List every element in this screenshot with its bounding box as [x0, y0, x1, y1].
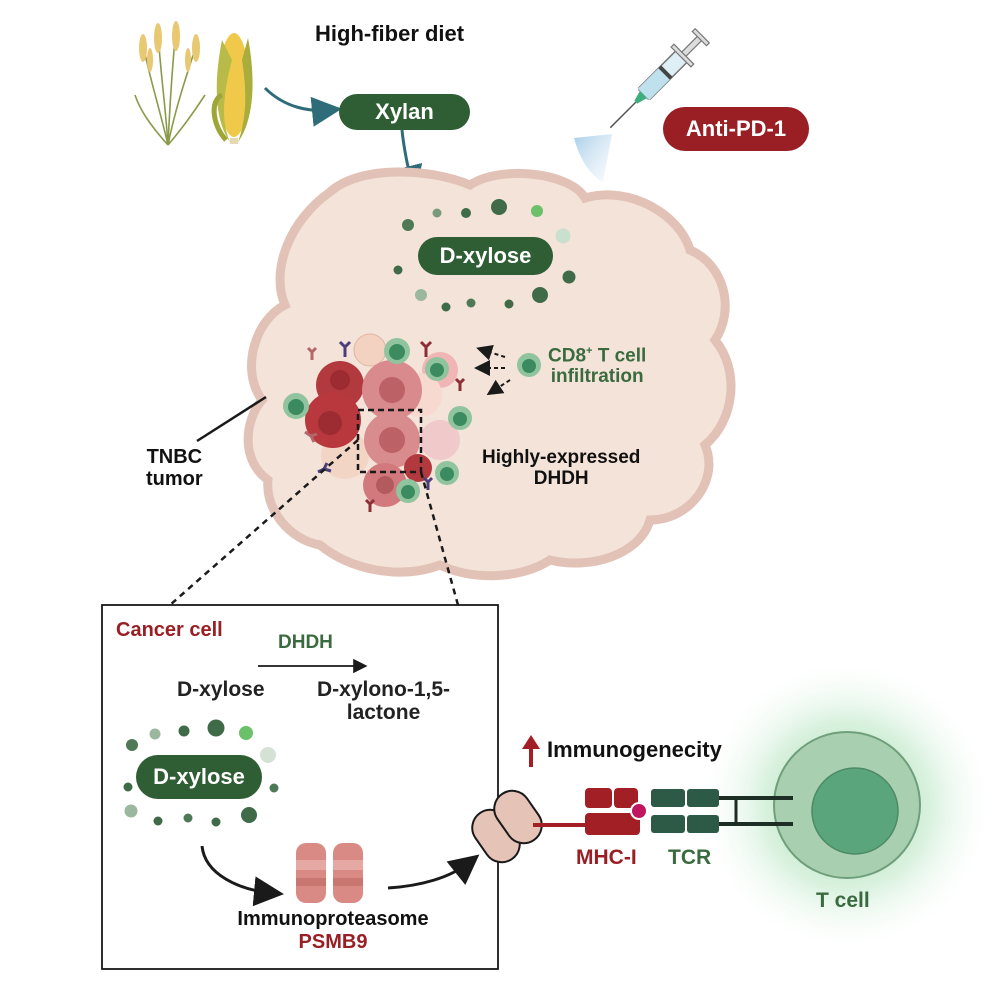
product-line1: D-xylono-1,5-	[317, 678, 451, 701]
proteasome-gene-label: PSMB9	[298, 931, 368, 953]
zoom-region-box	[356, 408, 423, 474]
immunoproteasome-icon	[296, 843, 363, 903]
tnbc-line1: TNBC	[146, 446, 203, 468]
dhdh-line1: Highly-expressed	[482, 447, 641, 468]
membrane-anchor-icon	[471, 789, 543, 864]
zoom-lead-left	[169, 439, 359, 606]
tcr-label: TCR	[668, 846, 712, 869]
to-proteasome-arrow	[200, 845, 284, 907]
zoom-lead-right	[419, 471, 460, 606]
t-cells-in-tumor	[283, 338, 541, 503]
up-arrow-icon	[522, 735, 540, 767]
mhc-label: MHC-I	[576, 846, 637, 869]
cd8-text: CD8	[548, 345, 587, 367]
dhdh-line2: DHDH	[533, 467, 589, 489]
tumor-pointer-line	[196, 395, 267, 443]
cd8-superscript: +	[586, 345, 593, 357]
cd8-label: CD8+ T cell infiltration	[548, 345, 646, 388]
product-label: D-xylono-1,5- lactone	[317, 678, 450, 724]
xylose-pill-inset: D-xylose	[136, 755, 262, 799]
cd8-text-line2: infiltration	[550, 366, 644, 388]
tnbc-tumor-label: TNBC tumor	[146, 446, 203, 490]
anti-pd1-pill: Anti-PD-1	[663, 107, 809, 151]
cd8-text-rest: T cell	[592, 345, 647, 367]
spray-cone	[574, 134, 612, 182]
wheat-icon	[134, 21, 206, 146]
t-cell-label: T cell	[816, 889, 870, 912]
dhdh-expression-label: Highly-expressed DHDH	[482, 447, 641, 490]
xylose-pill-tumor: D-xylose	[418, 237, 553, 275]
diet-arrow	[263, 86, 342, 127]
proteasome-label: Immunoproteasome	[237, 908, 429, 930]
immunogenicity-label: Immunogenecity	[547, 737, 722, 762]
antibody-icons	[304, 340, 466, 512]
syringe-icon	[609, 27, 711, 129]
xylose-dots-inset	[123, 719, 279, 827]
to-mhc-arrow	[387, 854, 480, 890]
infiltration-arrows	[474, 345, 511, 396]
inset-title: Cancer cell	[116, 619, 223, 641]
xylan-pill: Xylan	[339, 94, 470, 130]
substrate-label: D-xylose	[177, 678, 265, 701]
product-line2: lactone	[346, 701, 421, 725]
diet-label: High-fiber diet	[315, 21, 465, 46]
corn-icon	[211, 33, 253, 144]
t-cell-icon	[773, 731, 921, 879]
xylose-dots-tumor	[393, 199, 576, 312]
enzyme-label: DHDH	[278, 632, 333, 653]
tnbc-line2: tumor	[146, 468, 203, 490]
